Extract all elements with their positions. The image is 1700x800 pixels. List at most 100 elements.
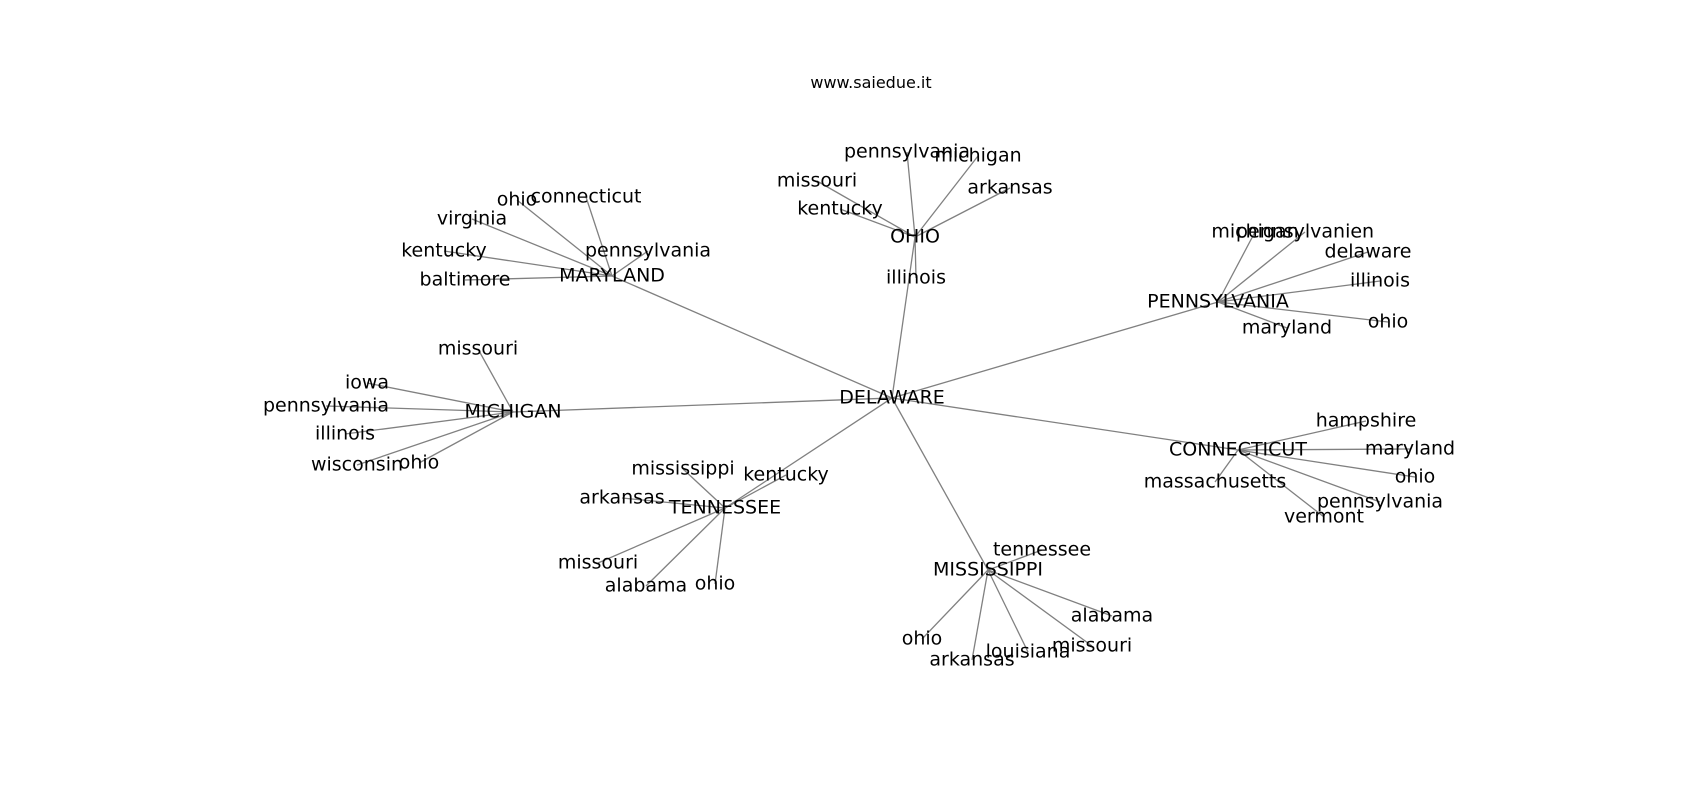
leaf-node-label: ohio (1395, 466, 1436, 488)
edge-pennsylvania-to-delaware (1217, 251, 1369, 303)
leaf-node-label: arkansas (929, 649, 1014, 671)
leaf-node-label: baltimore (420, 269, 511, 291)
hub-node-label: MARYLAND (559, 265, 665, 287)
edge-michigan-to-ohio (418, 411, 514, 464)
edge-connecticut-to-hampshire (1237, 420, 1367, 451)
hub-node-label: PENNSYLVANIA (1147, 291, 1289, 313)
leaf-node-label: maryland (1242, 317, 1332, 339)
hub-node-label: TENNESSEE (668, 497, 781, 519)
hub-node-label: MICHIGAN (464, 401, 561, 423)
leaf-node-label: ohio (695, 573, 736, 595)
edge-ohio-to-missouri (816, 180, 916, 238)
leaf-node-label: missouri (438, 338, 518, 360)
leaf-node-label: illinois (1350, 270, 1410, 292)
edge-tennessee-to-alabama (645, 507, 726, 587)
leaf-node-label: arkansas (579, 487, 664, 509)
edge-ohio-to-michigan (914, 155, 979, 238)
root-node-label: DELAWARE (839, 387, 945, 409)
edge-mississippi-to-alabama (987, 569, 1113, 617)
leaf-node-label: michigan (934, 145, 1021, 167)
edge-michigan-to-wisconsin (356, 411, 514, 466)
edge-connecticut-to-maryland (1237, 448, 1411, 451)
hub-node-label: MISSISSIPPI (933, 559, 1043, 581)
edge-mississippi-to-missouri (987, 569, 1093, 647)
leaf-node-label: illinois (315, 423, 375, 445)
edge-root-to-michigan (512, 397, 893, 413)
edge-connecticut-to-pennsylvania (1237, 449, 1381, 503)
leaf-node-label: missouri (558, 552, 638, 574)
edge-michigan-to-iowa (366, 382, 514, 413)
watermark-caption: www.saiedue.it (810, 73, 931, 92)
edge-ohio-to-illinois (914, 236, 917, 279)
edge-root-to-mississippi (891, 397, 989, 571)
edge-tennessee-to-missouri (597, 507, 726, 564)
edges-layer (325, 151, 1416, 661)
edge-root-to-tennessee (724, 397, 893, 509)
edge-maryland-to-ohio (516, 199, 613, 277)
leaf-node-label: pennsylvania (585, 240, 711, 262)
edge-ohio-to-kentucky (839, 208, 916, 238)
edge-maryland-to-virginia (471, 218, 613, 277)
edge-root-to-pennsylvania (891, 301, 1219, 399)
edge-maryland-to-pennsylvania (611, 250, 649, 277)
leaf-node-label: pennsylvanien (1236, 221, 1374, 243)
edge-connecticut-to-vermont (1237, 449, 1325, 518)
leaf-node-label: maryland (1365, 438, 1455, 460)
leaf-node-label: arkansas (967, 177, 1052, 199)
leaf-node-label: pennsylvania (263, 395, 389, 417)
edge-mississippi-to-louisiana (987, 569, 1029, 653)
hub-node-label: OHIO (890, 226, 940, 248)
edge-tennessee-to-arkansas (621, 497, 726, 509)
leaf-node-label: alabama (605, 575, 687, 597)
edge-maryland-to-connecticut (585, 196, 613, 277)
labels-layer: DELAWAREMARYLANDohioconnecticutvirginiap… (263, 141, 1455, 671)
edge-mississippi-to-tennessee (987, 549, 1043, 571)
leaf-node-label: mississippi (631, 458, 734, 480)
edge-pennsylvania-to-pennsylvanien (1217, 231, 1306, 303)
edge-maryland-to-baltimore (464, 275, 613, 281)
edge-pennsylvania-to-ohio (1217, 301, 1389, 323)
edge-connecticut-to-massachusetts (1214, 449, 1239, 483)
leaf-node-label: missouri (777, 170, 857, 192)
edge-ohio-to-pennsylvania (906, 151, 916, 238)
leaf-node-label: kentucky (401, 240, 487, 262)
edge-tennessee-to-mississippi (682, 468, 726, 509)
leaf-node-label: iowa (345, 372, 389, 394)
edge-pennsylvania-to-michigan (1217, 231, 1256, 303)
leaf-node-label: wisconsin (311, 454, 403, 476)
leaf-node-label: pennsylvania (1317, 491, 1443, 513)
edge-root-to-maryland (611, 275, 893, 399)
leaf-node-label: alabama (1071, 605, 1153, 627)
leaf-node-label: tennessee (993, 539, 1091, 561)
hub-node-label: CONNECTICUT (1169, 439, 1307, 461)
edge-root-to-connecticut (891, 397, 1239, 451)
leaf-node-label: virginia (437, 208, 507, 230)
edge-mississippi-to-ohio (921, 569, 989, 640)
leaf-node-label: delaware (1325, 241, 1412, 263)
edge-root-to-ohio (891, 236, 916, 399)
leaf-node-label: pennsylvania (844, 141, 970, 163)
edge-connecticut-to-ohio (1237, 449, 1416, 478)
leaf-node-label: massachusetts (1144, 471, 1287, 493)
edge-ohio-to-arkansas (914, 187, 1011, 238)
leaf-node-label: louisiana (986, 641, 1071, 663)
leaf-node-label: ohio (1368, 311, 1409, 333)
leaf-node-label: missouri (1052, 635, 1132, 657)
leaf-node-label: ohio (399, 452, 440, 474)
leaf-node-label: ohio (902, 628, 943, 650)
leaf-node-label: hampshire (1316, 410, 1417, 432)
edge-michigan-to-illinois (344, 411, 514, 435)
leaf-node-label: kentucky (743, 464, 829, 486)
leaf-node-label: ohio (497, 189, 538, 211)
edge-mississippi-to-arkansas (971, 569, 989, 661)
edge-michigan-to-pennsylvania (325, 405, 514, 413)
edge-tennessee-to-kentucky (724, 474, 787, 509)
leaf-node-label: kentucky (797, 198, 883, 220)
leaf-node-label: vermont (1284, 506, 1364, 528)
leaf-node-label: connecticut (531, 186, 642, 208)
edge-pennsylvania-to-illinois (1217, 280, 1381, 303)
leaf-node-label: michigan (1211, 221, 1298, 243)
edge-maryland-to-kentucky (443, 250, 613, 277)
edge-pennsylvania-to-maryland (1217, 301, 1288, 329)
